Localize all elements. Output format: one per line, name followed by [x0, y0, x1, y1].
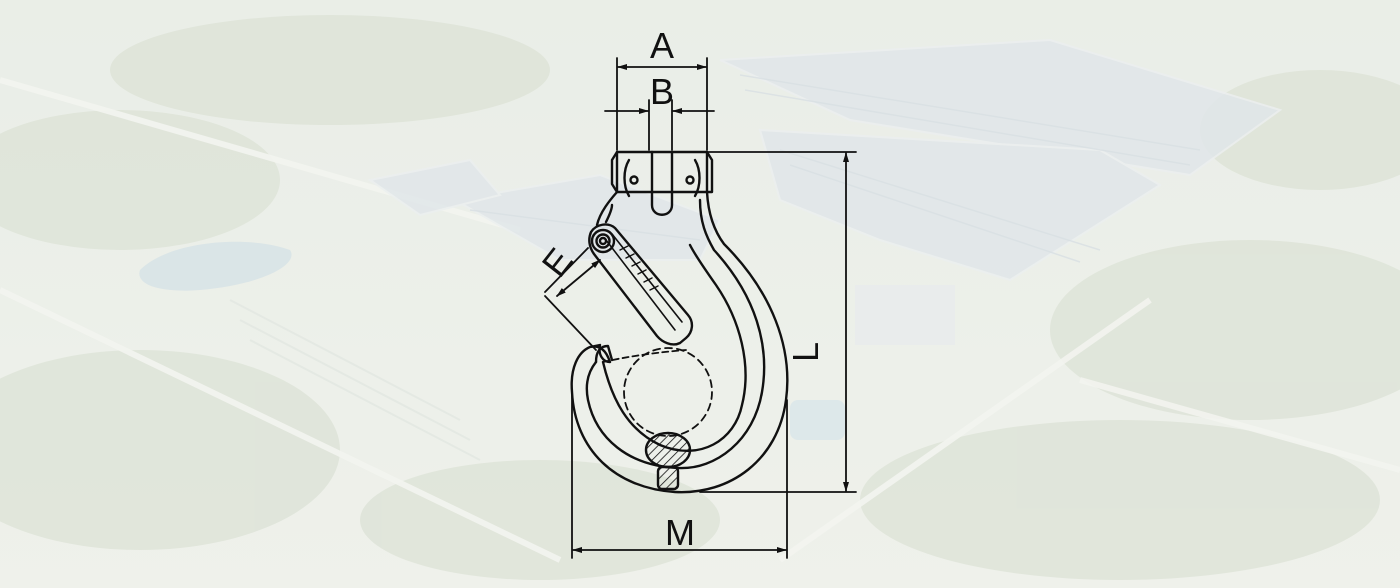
hook-cross-section-hatched	[644, 431, 692, 491]
clevis-fork	[610, 150, 714, 216]
dimension-label-B: B	[650, 71, 674, 112]
dimension-label-A: A	[650, 25, 674, 66]
safety-latch	[588, 223, 694, 363]
load-diameter-dashed-circle	[623, 347, 713, 437]
dimension-label-L: L	[785, 342, 826, 362]
dimension-label-E: E	[534, 240, 581, 284]
dimension-label-M: M	[665, 512, 695, 553]
hook-body	[570, 190, 789, 494]
dimension-E-line	[556, 259, 601, 297]
